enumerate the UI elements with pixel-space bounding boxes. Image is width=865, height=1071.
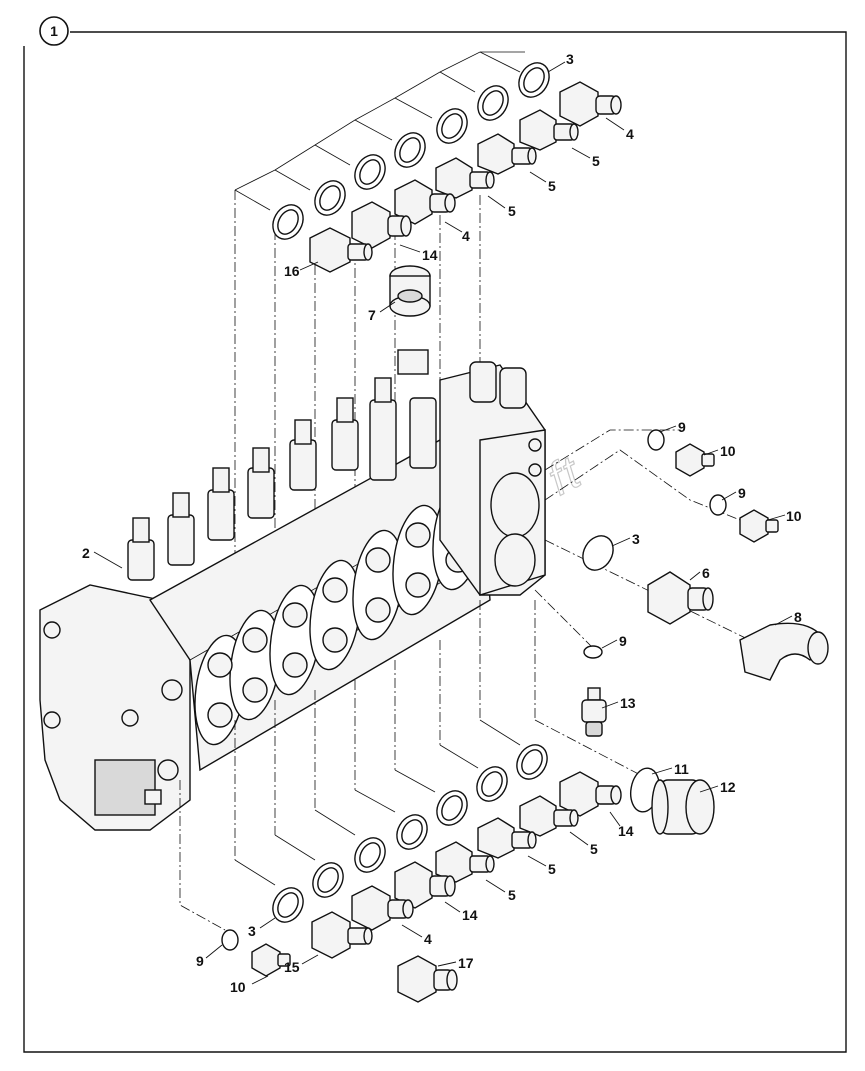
callout-label[interactable]: 9 [619, 633, 627, 649]
fitting-4-top[interactable] [559, 81, 622, 127]
fitting-14-lower[interactable] [394, 861, 456, 909]
callout-label[interactable]: 10 [230, 979, 246, 995]
fitting-10-upper[interactable] [675, 443, 715, 477]
callout-label[interactable]: 16 [284, 263, 300, 279]
callout-label[interactable]: 13 [620, 695, 636, 711]
panel-number: 1 [50, 23, 58, 39]
sensor-13[interactable] [581, 687, 607, 737]
callout-label[interactable]: 12 [720, 779, 736, 795]
fitting-6[interactable] [647, 571, 714, 625]
callout-label[interactable]: 4 [424, 931, 432, 947]
fitting-16[interactable] [309, 227, 373, 273]
callout-label[interactable]: 3 [248, 923, 256, 939]
spool-actuators [127, 349, 437, 581]
elbow-8[interactable] [739, 622, 829, 681]
callout-labels: 3 4 5 5 5 4 14 16 7 9 10 9 10 2 3 6 8 9 … [82, 51, 802, 995]
callout-label[interactable]: 5 [548, 861, 556, 877]
callout-label[interactable]: 9 [196, 953, 204, 969]
fitting-5-c[interactable] [435, 157, 495, 199]
fitting-5-lower-c[interactable] [435, 841, 495, 883]
fitting-10-lower-left[interactable] [251, 943, 291, 977]
callout-label[interactable]: 5 [508, 887, 516, 903]
callout-label[interactable]: 3 [632, 531, 640, 547]
callout-leaders [93, 61, 793, 985]
callout-label[interactable]: 10 [720, 443, 736, 459]
fitting-5-a[interactable] [519, 109, 579, 151]
fitting-10-lower[interactable] [739, 509, 779, 543]
callout-label[interactable]: 10 [786, 508, 802, 524]
callout-label[interactable]: 9 [678, 419, 686, 435]
callout-label[interactable]: 6 [702, 565, 710, 581]
plug-7[interactable] [389, 265, 431, 317]
callout-label[interactable]: 4 [462, 228, 470, 244]
fitting-4-lower[interactable] [351, 885, 414, 931]
fitting-14-top[interactable] [351, 201, 412, 249]
fitting-5-lower-b[interactable] [477, 817, 537, 859]
control-valve-body[interactable] [39, 349, 546, 831]
fitting-4-mid[interactable] [394, 179, 456, 225]
callout-label[interactable]: 14 [462, 907, 478, 923]
fitting-14-lower-right[interactable] [559, 771, 622, 817]
callout-label[interactable]: 5 [592, 153, 600, 169]
callout-label[interactable]: 5 [548, 178, 556, 194]
fitting-5-lower-a[interactable] [519, 795, 579, 837]
callout-label[interactable]: 2 [82, 545, 90, 561]
callout-label[interactable]: 3 [566, 51, 574, 67]
callout-label[interactable]: 14 [618, 823, 634, 839]
callout-label[interactable]: 5 [508, 203, 516, 219]
callout-label[interactable]: 14 [422, 247, 438, 263]
callout-label[interactable]: 5 [590, 841, 598, 857]
lower-port-fittings [179, 600, 622, 1003]
callout-label[interactable]: 7 [368, 307, 376, 323]
callout-label[interactable]: 4 [626, 126, 634, 142]
right-side-fittings [534, 429, 829, 835]
callout-label[interactable]: 15 [284, 959, 300, 975]
upper-port-fittings [234, 51, 622, 640]
callout-label[interactable]: 8 [794, 609, 802, 625]
section-port-plates [194, 479, 484, 746]
fitting-17[interactable] [397, 955, 458, 1003]
fitting-5-b[interactable] [477, 133, 537, 175]
fitting-15[interactable] [311, 911, 373, 959]
diagram-frame [23, 31, 847, 1053]
callout-label[interactable]: 17 [458, 955, 474, 971]
fitting-12[interactable] [651, 779, 715, 835]
callout-label[interactable]: 11 [674, 761, 689, 777]
panel-number-badge[interactable]: 1 [39, 16, 69, 46]
callout-label[interactable]: 9 [738, 485, 746, 501]
